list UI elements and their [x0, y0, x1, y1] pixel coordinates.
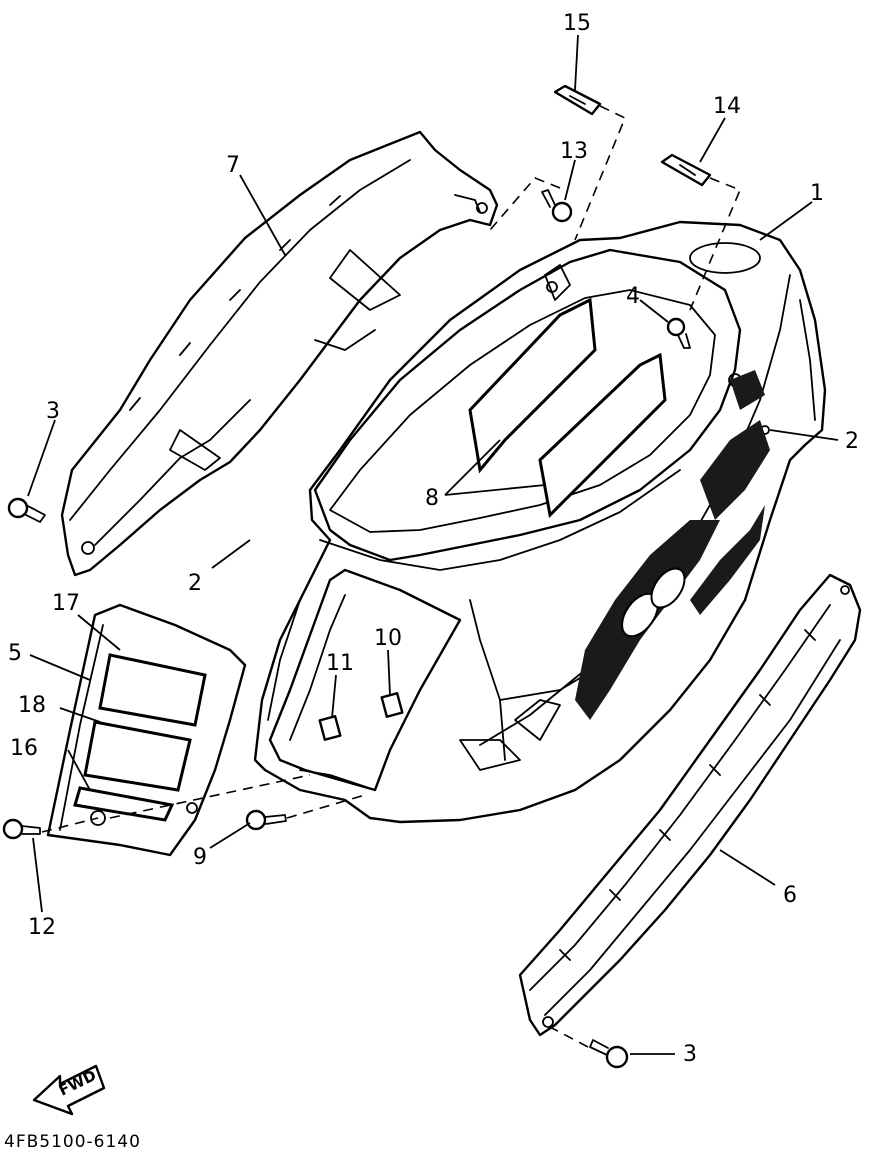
- screw-3-left: [7, 497, 46, 523]
- screw-12: [2, 818, 41, 840]
- screw-3-right: [589, 1039, 629, 1069]
- front-lid: [46, 603, 247, 857]
- side-cover-left: [60, 130, 499, 577]
- drawing-code: 4FB5100-6140: [4, 1132, 141, 1152]
- body-decal: [575, 370, 770, 720]
- callout-4: 4: [626, 284, 640, 309]
- callout-2-left: 2: [188, 571, 202, 596]
- label-16: [73, 786, 175, 822]
- clip-15: [553, 84, 602, 116]
- callout-8: 8: [425, 486, 439, 511]
- nut-11: [318, 715, 342, 741]
- callout-18: 18: [18, 693, 46, 718]
- callout-16: 16: [10, 736, 38, 761]
- label-17: [98, 653, 207, 727]
- side-cover-right: [518, 573, 862, 1037]
- callout-9: 9: [193, 845, 207, 870]
- callout-2-right: 2: [845, 429, 859, 454]
- pad-rear: [468, 297, 597, 474]
- clip-14: [660, 153, 712, 187]
- grommet-13: [541, 189, 573, 223]
- fwd-arrow-icon: FWD: [32, 1064, 106, 1116]
- callout-17: 17: [52, 591, 80, 616]
- grommet-4: [666, 317, 691, 349]
- callout-15: 15: [563, 11, 591, 36]
- callout-3-right: 3: [683, 1042, 697, 1067]
- callout-10: 10: [374, 626, 402, 651]
- callout-14: 14: [713, 94, 741, 119]
- callout-3-left: 3: [46, 399, 60, 424]
- callout-5: 5: [8, 641, 22, 666]
- callout-labels: 1 2 2 3 3 4 5 6 7 8 9 10 11 12 13 14 15 …: [8, 11, 859, 1067]
- callout-7: 7: [226, 153, 240, 178]
- callout-6: 6: [783, 883, 797, 908]
- nut-10: [380, 692, 404, 718]
- leader-lines: [27, 34, 839, 1055]
- seat-pads: [468, 297, 667, 519]
- callout-13: 13: [560, 139, 588, 164]
- front-compartment: [268, 568, 462, 792]
- assembly-lines: [41, 105, 742, 1048]
- screw-9: [245, 809, 287, 831]
- callout-11: 11: [326, 651, 354, 676]
- pad-front: [538, 352, 667, 519]
- callout-12: 12: [28, 915, 56, 940]
- callout-1: 1: [810, 181, 824, 206]
- label-18: [83, 720, 192, 792]
